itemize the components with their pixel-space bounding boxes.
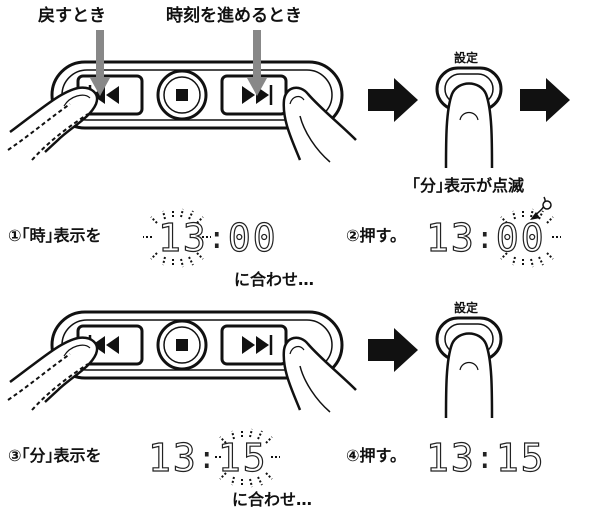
- pointer-arrow-rewind: [90, 30, 110, 96]
- time-display-1: 13:00: [157, 216, 278, 260]
- finger-left-bottom: [7, 336, 99, 411]
- blink-rays-minutes-2: [500, 208, 561, 268]
- step3-label: ③｢分｣表示を: [8, 446, 102, 465]
- step4-label: ④押す。: [346, 446, 406, 465]
- time-display-3: 13:15: [147, 436, 268, 480]
- minutes-blink-callout: ｢分｣表示が点滅: [412, 176, 525, 195]
- flow-arrow-2: [520, 78, 570, 122]
- set-button-label-bottom: 設定: [454, 301, 479, 315]
- forward-button-bottom[interactable]: [220, 324, 288, 366]
- step2-label: ②押す。: [346, 226, 406, 245]
- time1-minutes: 00: [227, 216, 278, 260]
- finger-left-top: [7, 86, 99, 161]
- step1-suffix: に合わせ…: [234, 270, 315, 289]
- time2-minutes: 00: [495, 216, 546, 260]
- flow-arrow-1: [368, 78, 418, 122]
- blink-rays-hours-1: [143, 208, 211, 268]
- pointer-arrow-forward: [247, 30, 267, 96]
- step3-suffix: に合わせ…: [232, 490, 313, 509]
- flow-arrow-3: [368, 328, 418, 372]
- finger-set-top: [444, 82, 494, 169]
- stop-button-bottom[interactable]: [156, 319, 208, 371]
- time1-hours: 13: [157, 216, 208, 260]
- time3-hours: 13: [147, 436, 198, 480]
- step1-label: ①｢時｣表示を: [8, 226, 102, 245]
- time2-hours: 13: [425, 216, 476, 260]
- stop-button-top[interactable]: [156, 69, 208, 121]
- set-button-label-top: 設定: [454, 51, 479, 65]
- time-display-2: 13:00: [425, 216, 546, 260]
- blink-rays-minutes-3: [213, 428, 280, 488]
- callout-pointer: [530, 196, 552, 220]
- time3-minutes: 15: [217, 436, 268, 480]
- finger-right-top: [282, 86, 357, 163]
- forward-label: 時刻を進めるとき: [166, 6, 302, 26]
- time-display-4: 13:15: [425, 436, 546, 480]
- rewind-label: 戻すとき: [38, 6, 106, 26]
- time4-hours: 13: [425, 436, 476, 480]
- finger-right-bottom: [282, 336, 357, 413]
- finger-set-bottom: [444, 332, 494, 419]
- time4-minutes: 15: [495, 436, 546, 480]
